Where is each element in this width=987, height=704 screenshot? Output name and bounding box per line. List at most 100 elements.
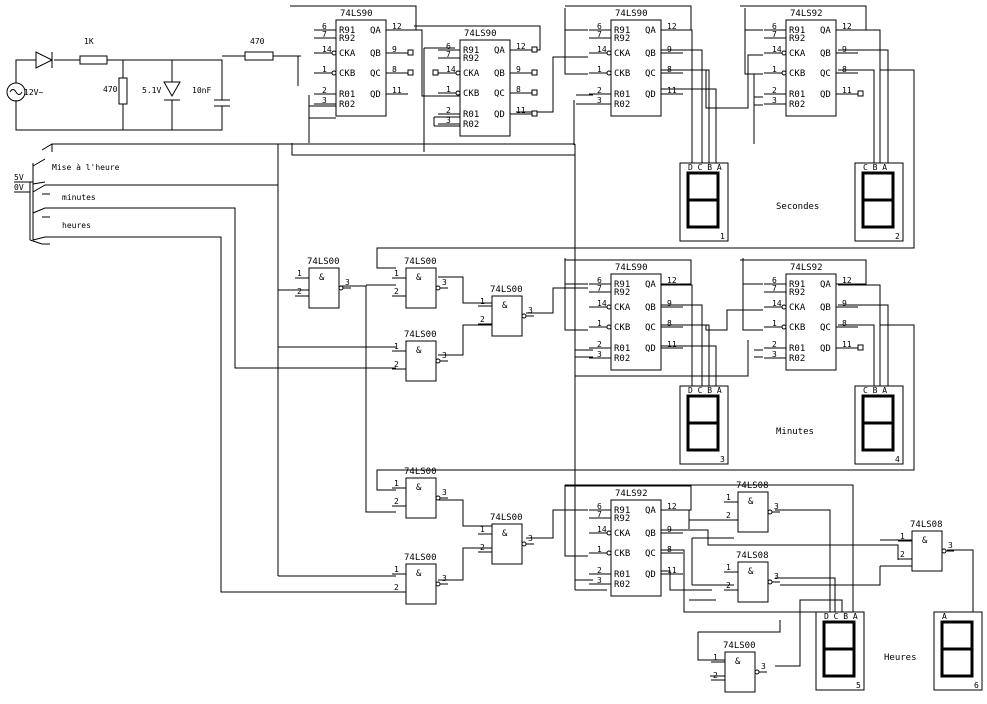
pin-label-r92: R92 (614, 288, 630, 298)
pin-number-r91: 6 (597, 22, 602, 31)
zener-label: 5.1V (142, 86, 161, 95)
segments-icon (822, 620, 856, 678)
pin-number-r02: 3 (446, 116, 451, 125)
pin-label-qa: QA (820, 26, 831, 36)
inverter-bubble-icon (767, 509, 773, 515)
pin-label-r92: R92 (339, 34, 355, 44)
counter-part-label: 74LS90 (615, 263, 648, 273)
pin-label-r02: R02 (339, 100, 355, 110)
gate-part-label: 74LS00 (490, 285, 523, 295)
gate-pin-out: 3 (442, 574, 447, 583)
gate-part-label: 74LS00 (490, 513, 523, 523)
pin-label-qd: QD (645, 90, 656, 100)
gate-pin-in1: 1 (394, 565, 399, 574)
rail-5v-label: 5V (14, 173, 24, 182)
clock-bubble-icon (606, 304, 612, 310)
pin-number-qc: 8 (842, 65, 847, 74)
pin-label-cka: CKA (614, 49, 631, 59)
pin-label-ckb: CKB (789, 323, 805, 333)
display-number: 3 (720, 455, 725, 464)
gate-symbol: & (416, 346, 422, 356)
diode-icon (35, 51, 54, 69)
clock-bubble-icon (781, 304, 787, 310)
gate-symbol: & (922, 536, 928, 546)
pin-label-r01: R01 (463, 110, 479, 120)
display-number: 4 (895, 455, 900, 464)
pin-label-qa: QA (494, 46, 505, 56)
pin-number-r01: 2 (772, 340, 777, 349)
gate-pin-in1: 1 (394, 479, 399, 488)
pin-number-qc: 8 (516, 85, 521, 94)
resistor-1k-label: 1K (84, 37, 94, 46)
pin-number-qd: 11 (667, 566, 677, 575)
pin-label-qa: QA (645, 506, 656, 516)
pin-label-r91: R91 (614, 506, 630, 516)
pin-label-r02: R02 (789, 100, 805, 110)
logic-gate-8: 74LS08&123 (724, 481, 780, 533)
inverter-bubble-icon (521, 541, 527, 547)
pin-label-qa: QA (645, 280, 656, 290)
pin-label-qd: QD (494, 110, 505, 120)
pin-label-r91: R91 (789, 26, 805, 36)
pin-number-cka: 14 (446, 65, 456, 74)
logic-gate-9: 74LS08&123 (724, 551, 780, 603)
pin-number-qa: 12 (516, 42, 526, 51)
pin-label-qd: QD (370, 90, 381, 100)
logic-gate-10: 74LS08&123 (898, 520, 954, 572)
pin-label-ckb: CKB (339, 69, 355, 79)
clock-bubble-icon (781, 70, 787, 76)
gate-pin-in2: 2 (726, 581, 731, 590)
pin-label-r01: R01 (614, 570, 630, 580)
pin-label-cka: CKA (614, 303, 631, 313)
gate-pin-in2: 2 (900, 550, 905, 559)
pin-label-r91: R91 (339, 26, 355, 36)
gate-pin-in2: 2 (297, 287, 302, 296)
display-number: 5 (856, 681, 861, 690)
pin-label-qa: QA (820, 280, 831, 290)
pin-label-r02: R02 (789, 354, 805, 364)
pin-number-r91: 6 (772, 22, 777, 31)
pin-number-r92: 7 (322, 30, 327, 39)
gate-symbol: & (735, 657, 741, 667)
pin-number-qd: 11 (667, 340, 677, 349)
inverter-bubble-icon (435, 358, 441, 364)
gate-part-label: 74LS00 (404, 330, 437, 340)
pin-label-ckb: CKB (463, 89, 479, 99)
gate-symbol: & (748, 497, 754, 507)
pin-number-r91: 6 (446, 42, 451, 51)
counter-body (785, 273, 837, 371)
pin-label-ckb: CKB (614, 69, 630, 79)
clock-bubble-icon (781, 50, 787, 56)
pin-number-r02: 3 (772, 350, 777, 359)
pin-label-qc: QC (645, 69, 656, 79)
switch-set-time-label: Mise à l'heure (52, 163, 120, 172)
gate-pin-in2: 2 (394, 583, 399, 592)
pin-label-cka: CKA (463, 69, 480, 79)
pin-number-ckb: 1 (772, 319, 777, 328)
pin-number-r02: 3 (597, 576, 602, 585)
gate-pin-in1: 1 (297, 269, 302, 278)
pin-label-qc: QC (645, 549, 656, 559)
counter-part-label: 74LS92 (615, 489, 648, 499)
pin-number-qd: 11 (667, 86, 677, 95)
gate-pin-in2: 2 (394, 287, 399, 296)
pin-label-ckb: CKB (614, 323, 630, 333)
pin-number-cka: 14 (597, 525, 607, 534)
pin-label-r92: R92 (614, 514, 630, 524)
pin-label-r01: R01 (614, 90, 630, 100)
counter-part-label: 74LS90 (340, 9, 373, 19)
logic-gate-6: 74LS00&123 (478, 513, 534, 565)
resistor-470-series-label: 470 (250, 37, 265, 46)
pin-number-cka: 14 (772, 299, 782, 308)
gate-pin-in1: 1 (394, 269, 399, 278)
gate-pin-in1: 1 (726, 563, 731, 572)
pin-label-qb: QB (820, 303, 831, 313)
resistor-470-shunt (118, 77, 128, 105)
pin-number-qc: 8 (667, 545, 672, 554)
pin-number-r02: 3 (322, 96, 327, 105)
